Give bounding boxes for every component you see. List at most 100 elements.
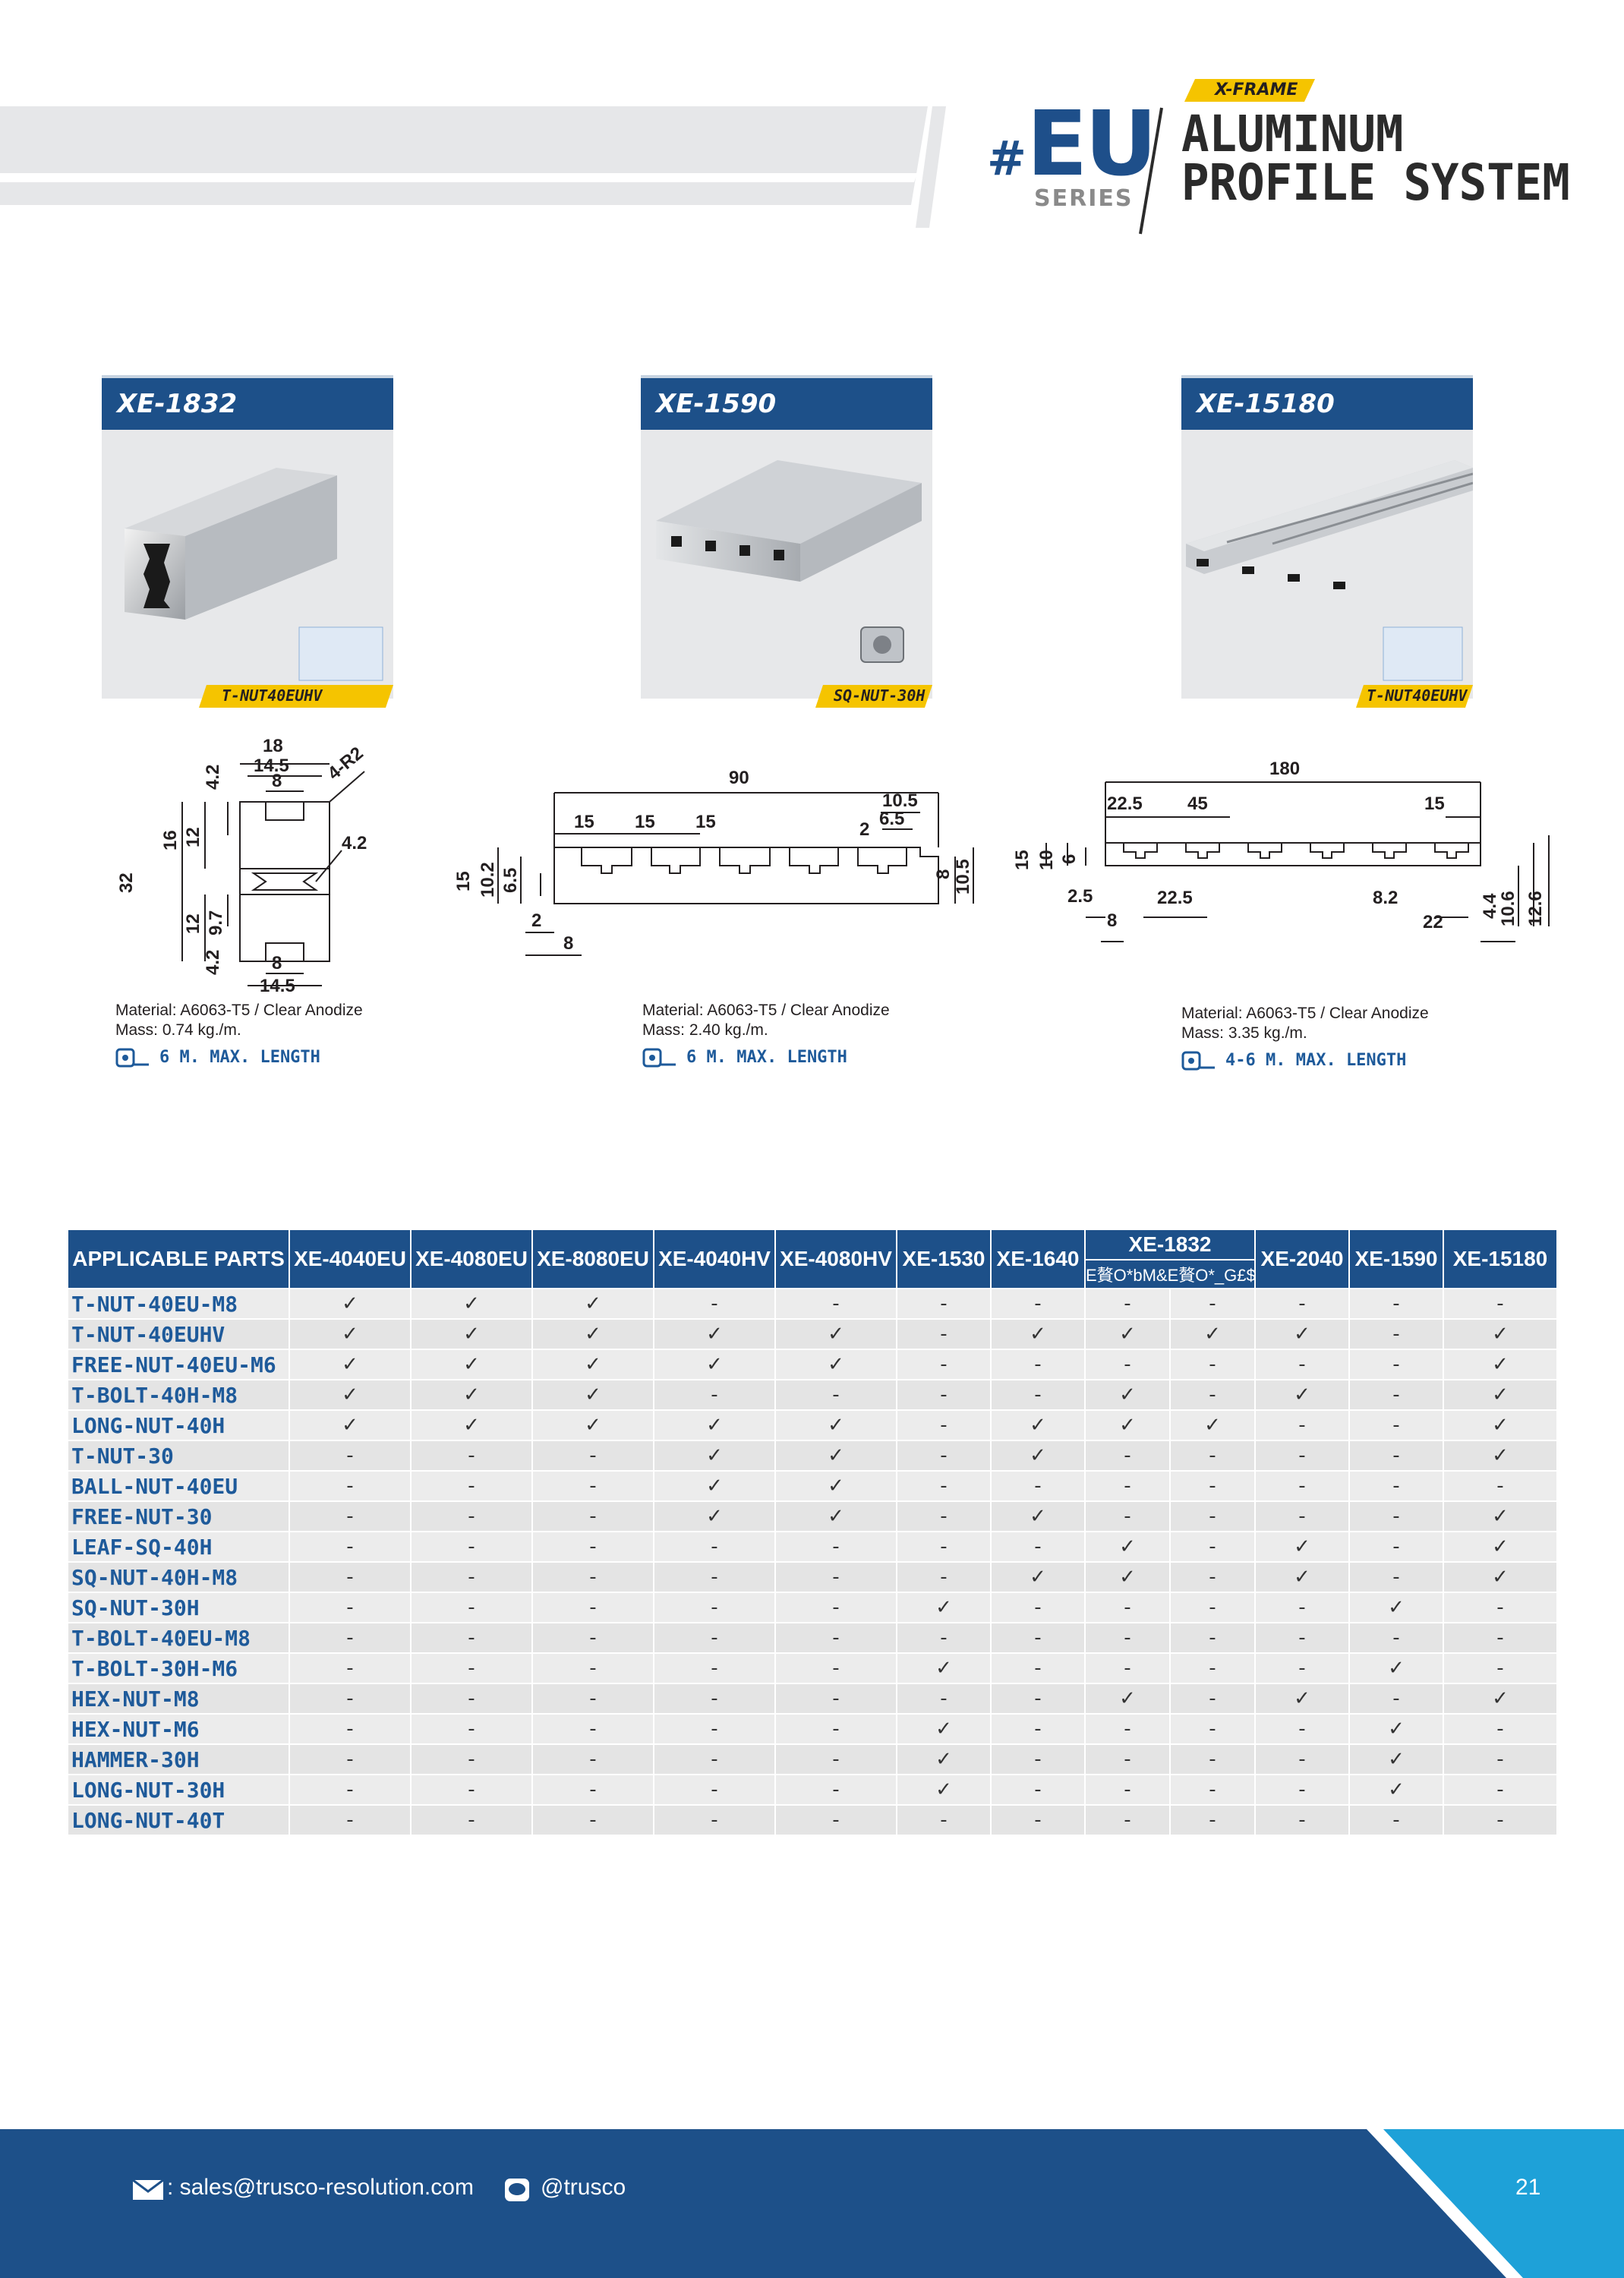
compat-cell: - <box>653 1531 776 1563</box>
compat-cell: - <box>1348 1440 1444 1472</box>
compat-cell: ✓ <box>653 1470 776 1502</box>
drawing-dim: 14.5 <box>260 976 295 995</box>
xframe-label: X-FRAME <box>1215 80 1298 99</box>
compat-cell: - <box>774 1713 897 1745</box>
part-name-cell: T-BOLT-40EU-M8 <box>67 1622 290 1654</box>
table-row: T-BOLT-40H-M8✓✓✓----✓-✓-✓ <box>67 1379 1558 1411</box>
table-row: T-NUT-40EUHV✓✓✓✓✓-✓✓✓✓-✓ <box>67 1318 1558 1350</box>
compat-cell: ✓ <box>1254 1683 1350 1715</box>
compat-cell: - <box>1084 1349 1171 1380</box>
compat-cell: ✓ <box>1084 1531 1171 1563</box>
compat-cell: - <box>410 1561 533 1593</box>
spec-mass: Mass: 2.40 kg./m. <box>642 1021 768 1039</box>
drawing-dim: 9.7 <box>206 910 226 935</box>
drawing-dim: 4-R2 <box>324 743 367 784</box>
drawing-dim: 2 <box>859 819 869 840</box>
compat-cell: - <box>653 1683 776 1715</box>
drawing-dim: 12 <box>183 913 203 934</box>
table-row: LONG-NUT-40H✓✓✓✓✓-✓✓✓--✓ <box>67 1409 1558 1441</box>
compat-cell: - <box>896 1349 992 1380</box>
footer-line-id[interactable]: @trusco <box>541 2175 626 2200</box>
compat-cell: ✓ <box>1443 1349 1558 1380</box>
compat-cell: - <box>1084 1440 1171 1472</box>
series-word: SERIES <box>1034 185 1134 212</box>
drawing-dim: 10.5 <box>953 859 973 894</box>
compat-cell: - <box>774 1774 897 1806</box>
compat-cell: - <box>1254 1288 1350 1320</box>
compat-cell: ✓ <box>774 1409 897 1441</box>
compat-cell: - <box>990 1470 1086 1502</box>
compat-cell: - <box>1254 1652 1350 1684</box>
compat-cell: - <box>990 1592 1086 1623</box>
compat-cell: - <box>1084 1288 1171 1320</box>
compat-cell: ✓ <box>990 1561 1086 1593</box>
accessory-tag: SQ-NUT-30H <box>815 685 932 708</box>
drawing-dim: 6.5 <box>879 809 904 829</box>
compat-cell: ✓ <box>653 1349 776 1380</box>
compat-cell: - <box>410 1774 533 1806</box>
compat-cell: - <box>1348 1318 1444 1350</box>
compat-cell: - <box>531 1561 654 1593</box>
compat-cell: - <box>1169 1622 1256 1654</box>
compat-cell: ✓ <box>1348 1592 1444 1623</box>
compat-cell: - <box>1443 1288 1558 1320</box>
compat-cell: - <box>289 1652 412 1684</box>
compat-cell: - <box>990 1379 1086 1411</box>
drawing-dim: 10 <box>1036 850 1057 870</box>
compat-cell: - <box>653 1379 776 1411</box>
compat-cell: - <box>896 1683 992 1715</box>
max-length: 6 M. MAX. LENGTH <box>159 1048 320 1067</box>
table-row: T-NUT-40EU-M8✓✓✓--------- <box>67 1288 1558 1320</box>
compat-cell: - <box>1443 1743 1558 1775</box>
compat-cell: - <box>531 1652 654 1684</box>
compat-cell: ✓ <box>653 1409 776 1441</box>
drawing-dim: 10.6 <box>1498 891 1518 926</box>
compat-cell: - <box>990 1743 1086 1775</box>
page-number: 21 <box>1515 2175 1541 2200</box>
compat-cell: - <box>410 1470 533 1502</box>
compat-cell: - <box>774 1652 897 1684</box>
compat-cell: - <box>990 1652 1086 1684</box>
table-row: FREE-NUT-40EU-M6✓✓✓✓✓------✓ <box>67 1349 1558 1380</box>
part-name-cell: T-NUT-40EUHV <box>67 1318 290 1350</box>
footer-email[interactable]: : sales@trusco-resolution.com <box>167 2175 474 2200</box>
table-header-col: XE-1590 <box>1348 1229 1444 1289</box>
compat-cell: - <box>896 1622 992 1654</box>
compat-cell: - <box>531 1440 654 1472</box>
compat-cell: - <box>774 1683 897 1715</box>
compat-cell: - <box>653 1592 776 1623</box>
compat-cell: ✓ <box>1084 1683 1171 1715</box>
compat-cell: ✓ <box>896 1774 992 1806</box>
compat-cell: - <box>1254 1622 1350 1654</box>
compat-cell: - <box>1443 1592 1558 1623</box>
compat-cell: - <box>1169 1774 1256 1806</box>
compat-cell: - <box>289 1683 412 1715</box>
compat-cell: - <box>289 1804 412 1836</box>
compat-cell: - <box>410 1440 533 1472</box>
compat-cell: - <box>531 1683 654 1715</box>
compat-cell: ✓ <box>1254 1561 1350 1593</box>
drawing-dim: 45 <box>1187 794 1208 814</box>
compat-cell: - <box>896 1561 992 1593</box>
drawing-dim: 8.2 <box>1373 888 1398 908</box>
accessory-tag: T-NUT40EUHV <box>199 685 393 708</box>
compat-cell: ✓ <box>653 1440 776 1472</box>
drawing-dim: 180 <box>1269 759 1300 779</box>
compat-cell: - <box>896 1500 992 1532</box>
compat-cell: - <box>896 1409 992 1441</box>
product-card-xe-1590: XE-1590 SQ-NUT-30H <box>641 375 932 708</box>
part-name-cell: HEX-NUT-M8 <box>67 1683 290 1715</box>
compat-cell: - <box>531 1804 654 1836</box>
compat-cell: - <box>1169 1743 1256 1775</box>
compat-cell: - <box>289 1561 412 1593</box>
drawing-dim: 2.5 <box>1067 886 1093 907</box>
series-hash: # <box>987 131 1026 186</box>
compat-cell: - <box>1169 1683 1256 1715</box>
drawing-dim: 15 <box>574 812 594 832</box>
compat-cell: ✓ <box>1443 1683 1558 1715</box>
part-name-cell: T-BOLT-40H-M8 <box>67 1379 290 1411</box>
compat-cell: ✓ <box>990 1318 1086 1350</box>
compat-cell: - <box>990 1349 1086 1380</box>
table-row: HEX-NUT-M6-----✓----✓- <box>67 1713 1558 1745</box>
compat-cell: - <box>289 1470 412 1502</box>
